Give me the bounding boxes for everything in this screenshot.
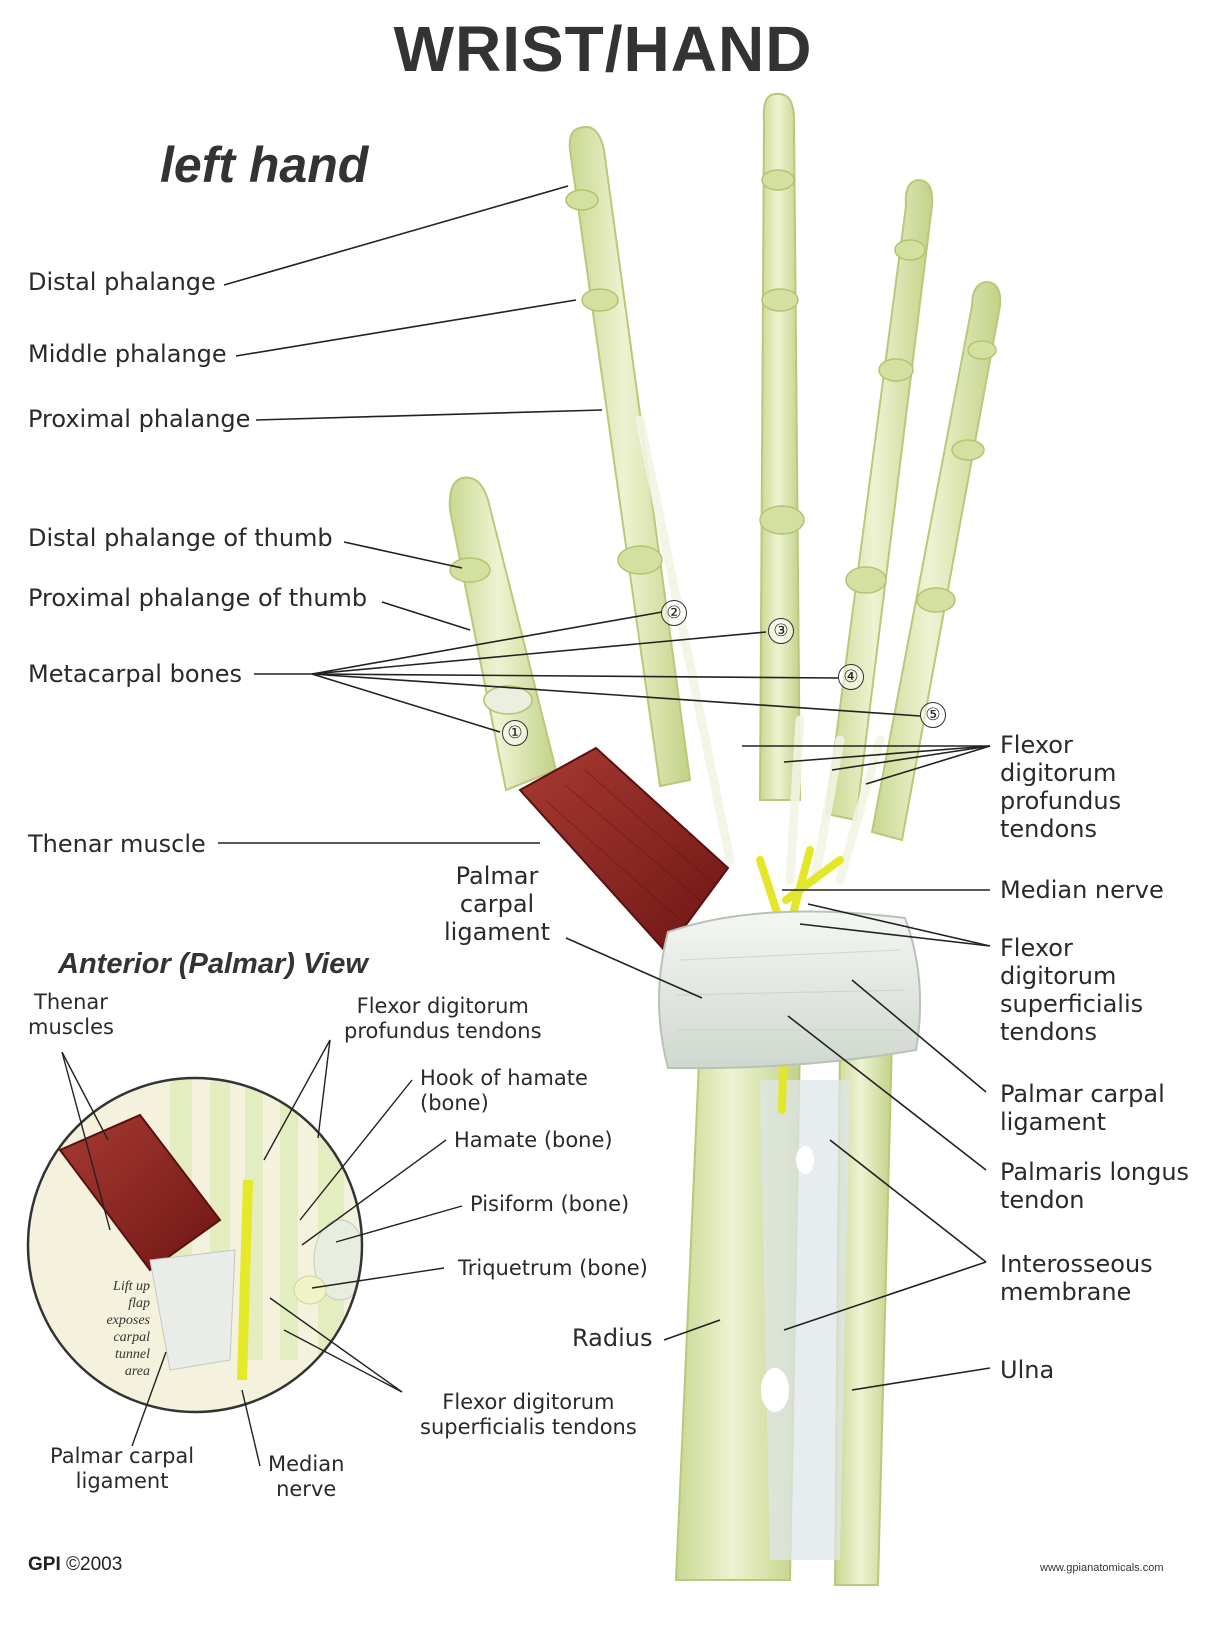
metacarpal-number-2: ②	[661, 600, 687, 626]
palmar-carpal-ligament-shape	[658, 910, 922, 1070]
inset-leader-lines	[61, 1039, 463, 1467]
inset-view	[26, 1076, 364, 1414]
label-interosseous-membrane: Interosseous membrane	[1000, 1250, 1153, 1306]
inset-label-median-nerve: Median nerve	[268, 1452, 345, 1501]
inset-label-flexor-superficialis: Flexor digitorum superficialis tendons	[420, 1390, 637, 1439]
inset-label-triquetrum: Triquetrum (bone)	[458, 1256, 648, 1280]
footer-website: www.gpianatomicals.com	[1040, 1562, 1164, 1574]
label-flexor-digitorum-profundus: Flexor digitorum profundus tendons	[1000, 731, 1122, 843]
inset-label-pisiform: Pisiform (bone)	[470, 1192, 630, 1216]
label-median-nerve: Median nerve	[1000, 876, 1164, 904]
inset-label-thenar-muscles: Thenar muscles	[28, 990, 114, 1039]
metacarpal-number-1: ①	[502, 720, 528, 746]
label-palmar-carpal-ligament: Palmar carpal ligament	[444, 862, 551, 946]
metacarpal-number-5: ⑤	[920, 702, 946, 728]
page-title: WRIST/HAND	[393, 13, 813, 85]
leader-lines	[218, 185, 991, 1391]
inset-flap-note: Lift up flap exposes carpal tunnel area	[106, 1279, 150, 1379]
label-radius: Radius	[572, 1324, 653, 1352]
metacarpal-number-4: ④	[838, 664, 864, 690]
label-distal-phalange: Distal phalange	[28, 268, 216, 296]
label-ulna: Ulna	[1000, 1356, 1055, 1384]
label-thenar-muscle: Thenar muscle	[28, 830, 206, 858]
brand-logo: GPI	[28, 1554, 61, 1575]
label-flexor-digitorum-superficialis: Flexor digitorum superficialis tendons	[1000, 934, 1144, 1046]
footer-copyright: GPI ©2003	[28, 1554, 122, 1576]
inset-label-palmar-carpal-ligament: Palmar carpal ligament	[50, 1444, 195, 1493]
inset-label-hamate: Hamate (bone)	[454, 1128, 613, 1152]
thumb	[448, 476, 558, 792]
inset-label-flexor-profundus: Flexor digitorum profundus tendons	[344, 994, 542, 1043]
copyright-year: ©2003	[66, 1554, 123, 1575]
forearm-bones	[674, 1039, 894, 1586]
label-distal-phalange-thumb: Distal phalange of thumb	[28, 524, 333, 552]
inset-title: Anterior (Palmar) View	[58, 948, 368, 980]
label-proximal-phalange-thumb: Proximal phalange of thumb	[28, 584, 368, 612]
page-subtitle: left hand	[160, 137, 369, 193]
label-palmaris-longus: Palmaris longus tendon	[1000, 1158, 1190, 1214]
label-metacarpal-bones: Metacarpal bones	[28, 660, 242, 688]
label-proximal-phalange: Proximal phalange	[28, 405, 251, 433]
label-middle-phalange: Middle phalange	[28, 340, 227, 368]
metacarpal-number-3: ③	[768, 618, 794, 644]
inset-label-hook-of-hamate: Hook of hamate (bone)	[420, 1066, 588, 1115]
thenar-muscle-shape	[518, 746, 730, 954]
label-palmar-carpal-ligament-right: Palmar carpal ligament	[1000, 1080, 1165, 1136]
